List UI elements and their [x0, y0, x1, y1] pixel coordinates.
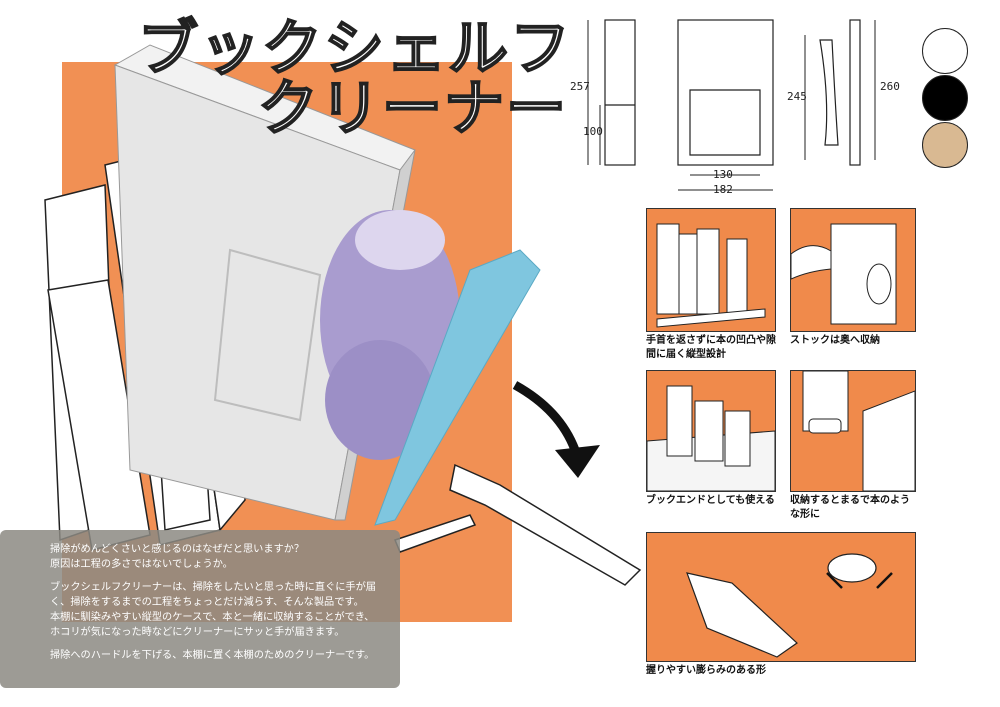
handle-sketch: [393, 463, 642, 586]
description-line: 掃除へのハードルを下げる、本棚に置く本棚のためのクリーナーです。: [50, 650, 375, 661]
dim-side-height: 257: [570, 80, 590, 93]
description-line: 原因は工程の多さではないでしょうか。: [50, 559, 233, 570]
caption-vertical-design: 手首を返さずに本の凹凸や隙間に届く縦型設計: [646, 335, 776, 360]
dimension-drawings: [587, 19, 876, 191]
description-line: ブックシェルフクリーナーは、掃除をしたいと思った時に直ぐに手が届: [50, 582, 376, 593]
caption-bookend: ブックエンドとしても使える: [646, 495, 775, 506]
title-line-1: ブックシェルフ: [137, 14, 572, 84]
description-line: ホコリが気になった時などにクリーナーにサッと手が届きます。: [50, 627, 345, 638]
dim-side-lower: 100: [583, 125, 603, 138]
panel-book-form: [790, 370, 916, 492]
purple-duster: [320, 210, 460, 460]
panel-stock-storage: [790, 208, 916, 332]
title-line-2: クリーナー: [257, 74, 568, 144]
panel-grip-shape: [646, 532, 916, 662]
description-line: 本棚に馴染みやすい縦型のケースで、本と一緒に収納することができ、: [50, 612, 375, 623]
dim-front-inner: 130: [713, 168, 733, 181]
blue-handle: [374, 249, 541, 526]
color-option-black: [922, 75, 968, 121]
caption-book-form: 収納するとまるで本のような形に: [790, 495, 910, 520]
color-option-wood: [922, 122, 968, 168]
caption-stock-storage: ストックは奥へ収納: [790, 335, 880, 346]
dim-handle-length: 245: [787, 90, 807, 103]
dim-total-height: 260: [880, 80, 900, 93]
dim-front-outer: 182: [713, 183, 733, 196]
panel-bookend: [646, 370, 776, 492]
caption-grip-shape: 握りやすい膨らみのある形: [646, 665, 766, 676]
description-line: く、掃除をするまでの工程をちょっとだけ減らす、そんな製品です。: [50, 597, 364, 608]
panel-vertical-design: [646, 208, 776, 332]
description-box: 掃除がめんどくさいと感じるのはなぜだと思いますか？ 原因は工程の多さではないでし…: [0, 530, 400, 688]
color-option-white: [922, 28, 968, 74]
description-line: 掃除がめんどくさいと感じるのはなぜだと思いますか？: [50, 544, 305, 555]
curved-arrow: [512, 381, 580, 452]
